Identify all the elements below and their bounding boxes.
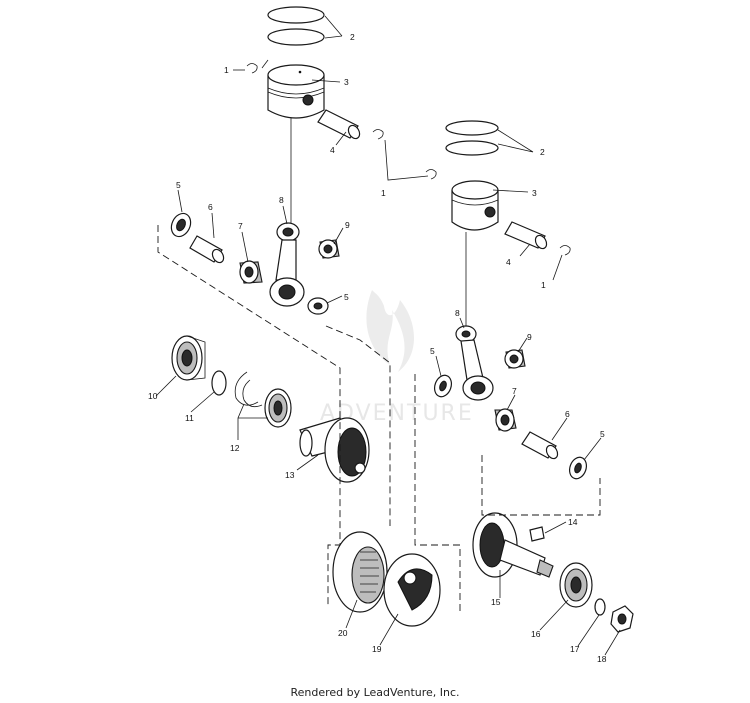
callout-2: 2 [350,32,355,42]
piston-ring-upper-right [445,120,499,136]
nut-18 [610,605,634,633]
callout-7: 7 [238,221,243,231]
piston-right [451,190,499,231]
watermark: ADVENTURE [320,290,472,426]
washer-17 [594,598,606,616]
right-piston-assembly [425,120,588,480]
assembly-lines [157,59,601,615]
bearing-12b [264,388,292,428]
render-credit: Rendered by LeadVenture, Inc. [290,686,460,699]
counterweight-19 [383,553,441,627]
snap-ring-12a [234,371,259,406]
callout-8: 8 [279,195,284,205]
callout-4: 4 [506,257,511,267]
callout-12: 12 [230,443,240,453]
circlip-left-1 [246,63,258,74]
piston-ring-lower-left [267,28,325,46]
woodruff-key-14 [529,526,545,542]
callout-1: 1 [381,188,386,198]
callout-5: 5 [600,429,605,439]
left-crank-half [171,335,370,483]
main-bearing-16 [559,562,593,608]
crankshaft-13 [299,417,370,483]
callouts: 1 2 3 4 1 5 6 7 8 9 5 10 11 12 13 2 3 4 … [148,32,607,664]
callout-15: 15 [491,597,501,607]
callout-18: 18 [597,654,607,664]
callout-1: 1 [541,280,546,290]
callout-3: 3 [532,188,537,198]
callout-6: 6 [208,202,213,212]
callout-13: 13 [285,470,295,480]
callout-16: 16 [531,629,541,639]
callout-2: 2 [540,147,545,157]
callout-9: 9 [345,220,350,230]
flywheel-20 [332,531,388,613]
connecting-rod-right [455,325,494,401]
callout-5: 5 [344,292,349,302]
crankshaft-15 [472,512,554,578]
callout-17: 17 [570,644,580,654]
circlip-right-1 [425,169,437,180]
callout-20: 20 [338,628,348,638]
callout-9: 9 [527,332,532,342]
callout-8: 8 [455,308,460,318]
circlip-left-2 [372,129,384,140]
callout-10: 10 [148,391,158,401]
callout-19: 19 [372,644,382,654]
callout-1: 1 [224,65,229,75]
callout-14: 14 [568,517,578,527]
right-crank-half [472,512,634,633]
connecting-rod-left [269,222,305,307]
callout-7: 7 [512,386,517,396]
piston-ring-lower-right [445,140,499,156]
left-piston-assembly [170,6,384,315]
callout-5: 5 [430,346,435,356]
callout-4: 4 [330,145,335,155]
callout-3: 3 [344,77,349,87]
callout-6: 6 [565,409,570,419]
callout-11: 11 [185,413,194,423]
callout-5: 5 [176,180,181,190]
snap-ring-11 [211,370,227,396]
leader-lines [155,15,621,656]
main-bearing-left [171,335,206,381]
piston-left [267,75,325,119]
piston-ring-upper-left [267,6,325,24]
circlip-right-2 [559,245,571,256]
